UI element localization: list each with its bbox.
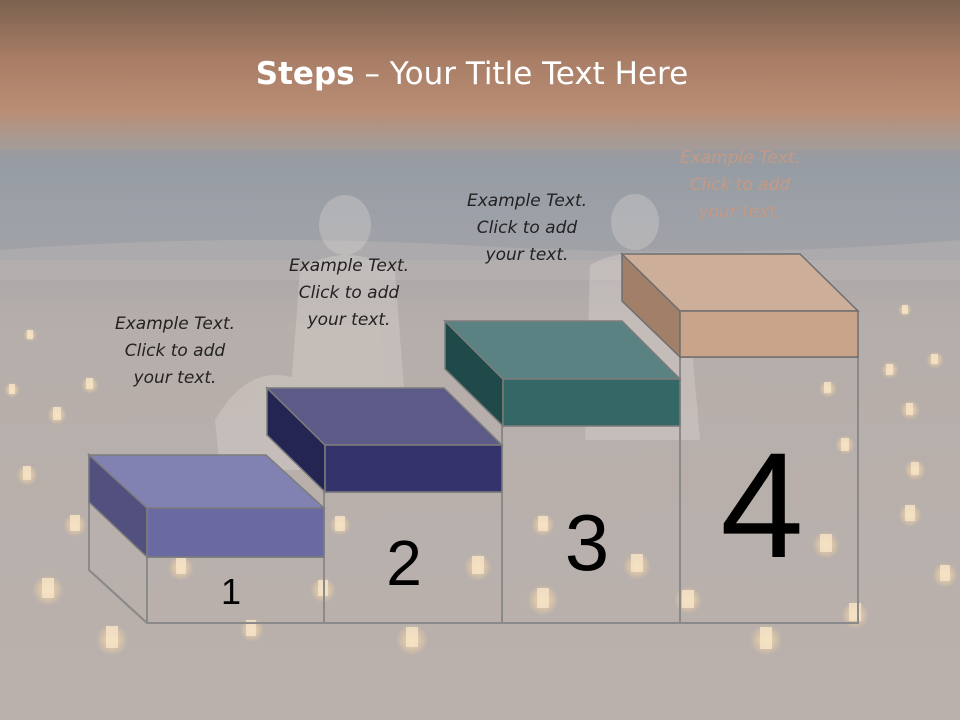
caption-line: your text.: [307, 310, 391, 330]
caption-line: Click to add: [298, 283, 400, 303]
caption-line: your text.: [133, 368, 217, 388]
caption-line: Click to add: [476, 218, 578, 238]
caption-line: Click to add: [689, 175, 791, 195]
title-rest: – Your Title Text Here: [354, 56, 689, 92]
step-3-number: 3: [565, 498, 610, 587]
caption-line: your text.: [485, 245, 569, 265]
step-4-block[interactable]: [620, 252, 860, 359]
caption-line: Click to add: [124, 341, 226, 361]
slide-title[interactable]: Steps – Your Title Text Here: [0, 56, 944, 92]
caption-line: Example Text.: [679, 148, 801, 168]
step-1-block[interactable]: [87, 453, 326, 559]
step-2-block[interactable]: [265, 386, 504, 494]
caption-line: Example Text.: [288, 256, 410, 276]
step-4-caption[interactable]: Example Text. Click to add your text.: [640, 145, 840, 226]
caption-line: Example Text.: [114, 314, 236, 334]
step-3-block[interactable]: [443, 319, 682, 428]
step-1-number: 1: [221, 571, 241, 612]
title-bold: Steps: [255, 56, 355, 92]
step-2-caption[interactable]: Example Text. Click to add your text.: [249, 253, 449, 334]
caption-line: Example Text.: [466, 191, 588, 211]
step-1-caption[interactable]: Example Text. Click to add your text.: [75, 311, 275, 392]
caption-line: your text.: [698, 202, 782, 222]
step-2-number: 2: [386, 527, 422, 599]
step-4-number: 4: [720, 421, 803, 589]
step-3-caption[interactable]: Example Text. Click to add your text.: [427, 188, 627, 269]
